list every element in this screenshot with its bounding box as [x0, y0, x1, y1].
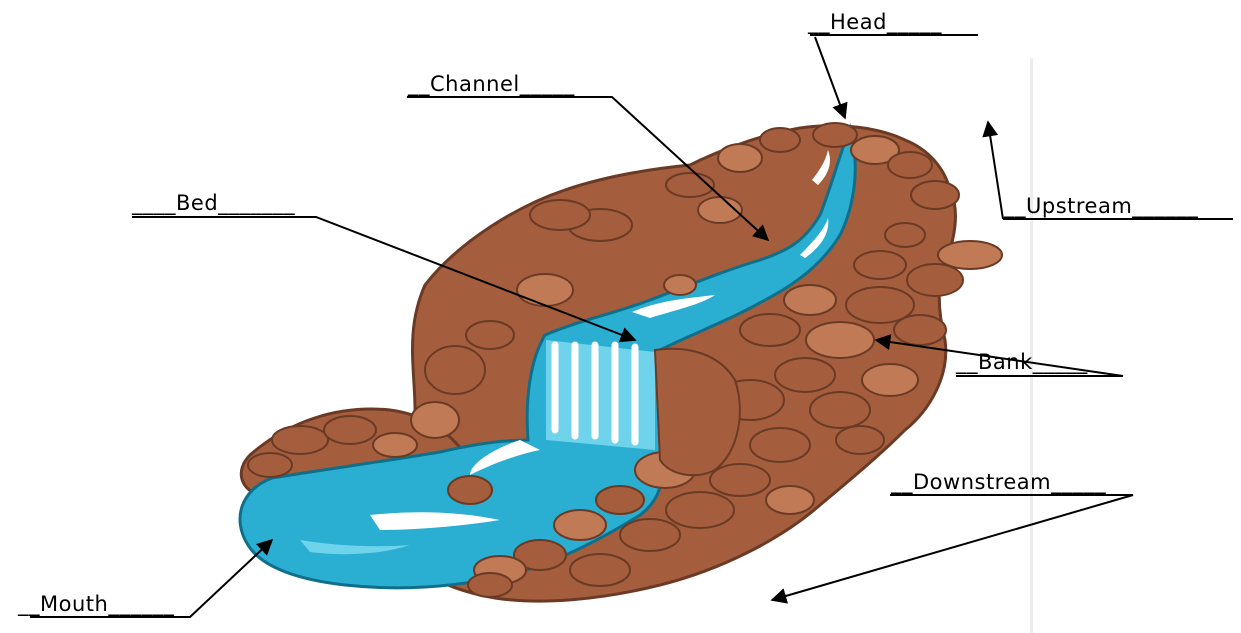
- label-mouth: __Mouth______: [18, 594, 174, 615]
- channel-pointer: [407, 97, 768, 240]
- label-downstream: __Downstream_____: [891, 472, 1106, 493]
- label-bank: __Bank_____: [956, 352, 1088, 373]
- label-head: __Head_____: [808, 12, 942, 33]
- label-channel: __Channel_____: [408, 74, 575, 95]
- head-pointer: [810, 35, 978, 118]
- label-bed: ____Bed_______: [132, 193, 295, 214]
- downstream-pointer: [772, 495, 1133, 600]
- label-upstream: __Upstream______: [1004, 196, 1198, 217]
- bed-pointer: [132, 217, 635, 340]
